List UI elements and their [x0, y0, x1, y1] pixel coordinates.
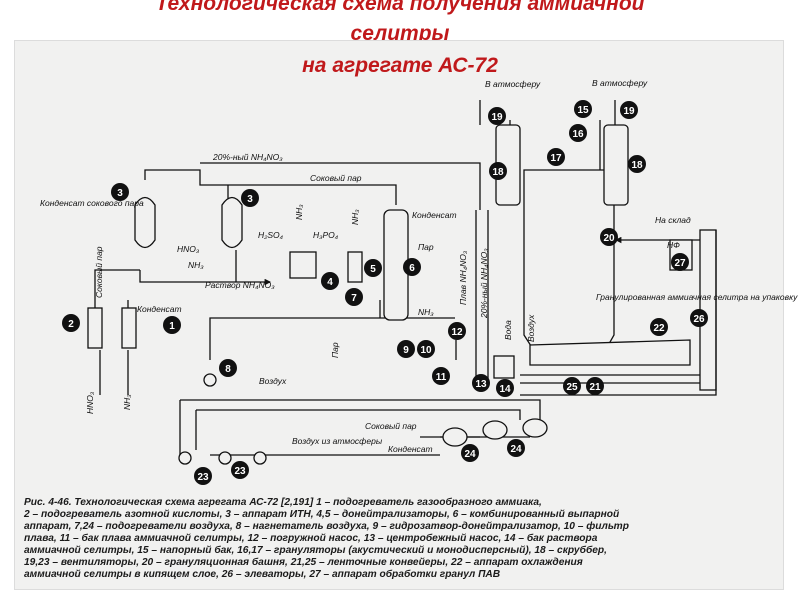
- svg-text:25: 25: [566, 382, 578, 393]
- svg-text:19: 19: [491, 112, 503, 123]
- label-atm-right: В атмосферу: [592, 78, 648, 88]
- svg-text:20: 20: [603, 233, 615, 244]
- label-air-v: Воздух: [526, 314, 536, 342]
- svg-text:13: 13: [475, 379, 487, 390]
- slide-title-line3: на агрегате АС-72: [302, 54, 498, 77]
- fan-23-b: [218, 451, 232, 465]
- svg-text:14: 14: [499, 384, 511, 395]
- svg-text:12: 12: [451, 327, 463, 338]
- svg-text:9: 9: [403, 345, 409, 356]
- heater-24a: [442, 427, 468, 447]
- cooler-22: [529, 339, 691, 366]
- blower-8: [203, 373, 217, 387]
- svg-text:22: 22: [653, 323, 665, 334]
- svg-text:23: 23: [197, 472, 209, 483]
- svg-text:19: 19: [623, 106, 635, 117]
- svg-text:27: 27: [674, 258, 686, 269]
- heater-1: [121, 307, 137, 349]
- svg-text:18: 18: [631, 160, 643, 171]
- label-juice-steam-v: Соковый пар: [94, 246, 104, 298]
- label-granular: Гранулированная аммиачная селитра на упа…: [596, 292, 798, 302]
- fan-23-a: [178, 451, 192, 465]
- svg-text:4: 4: [327, 277, 333, 288]
- svg-text:18: 18: [492, 167, 504, 178]
- svg-text:26: 26: [693, 314, 705, 325]
- label-condensate-3: Конденсат: [412, 210, 457, 220]
- label-h2so4: H₂SO₄: [258, 230, 284, 240]
- line-air-7: [209, 317, 455, 360]
- svg-text:10: 10: [420, 345, 432, 356]
- label-h3po4: H₃PO₄: [313, 230, 339, 240]
- label-air-from-atm: Воздух из атмосферы: [292, 436, 383, 446]
- fan-23-c: [253, 451, 267, 465]
- label-melt-v: Плав NH₄NO₃: [458, 250, 468, 305]
- svg-text:3: 3: [117, 188, 123, 199]
- label-atm-left: В атмосферу: [485, 79, 541, 89]
- label-condensate-steam: Конденсат сокового пара: [40, 198, 144, 208]
- stream-labels: В атмосферу В атмосферу 20%-ный NH₄NO₃ С…: [40, 78, 798, 454]
- label-warehouse: На склад: [655, 215, 691, 225]
- label-nh3: NH₃: [188, 260, 204, 270]
- svg-text:15: 15: [577, 105, 589, 116]
- slide-title-line2: селитры: [350, 22, 450, 45]
- label-nh3-c: NH₃: [122, 394, 132, 410]
- label-nh3-v2: NH₃: [350, 209, 360, 225]
- label-condensate-2: Конденсат: [137, 304, 182, 314]
- heater-2: [87, 307, 103, 349]
- caption-line: Рис. 4-46. Технологическая схема агрегат…: [24, 497, 542, 508]
- label-hno3: HNO₃: [177, 244, 200, 254]
- label-steam-2: Пар: [418, 242, 434, 252]
- granulation-tower-20: [523, 169, 615, 361]
- equipment-markers: 1 2 3 3 4 5 6 7 8 9 10 11 12 13 14 15 16…: [62, 100, 708, 485]
- caption-line: аппарат, 7,24 – подогреватели воздуха, 8…: [24, 521, 629, 532]
- label-steam: Соковый пар: [310, 173, 362, 183]
- svg-text:23: 23: [234, 466, 246, 477]
- caption-line: аммиачной селитры, 15 – напорный бак, 16…: [24, 545, 607, 556]
- label-air-1: Воздух: [259, 376, 287, 386]
- label-solution: Раствор NH₄NO₃: [205, 280, 275, 290]
- svg-text:24: 24: [510, 444, 522, 455]
- heater-24b: [482, 420, 508, 440]
- label-juice-steam-2: Соковый пар: [365, 421, 417, 431]
- caption-line: плава, 11 – бак плава аммиачной селитры,…: [24, 533, 598, 544]
- label-water-v: Вода: [503, 320, 513, 340]
- label-nh4no3-20-v: 20%-ный NH₄NO₃: [479, 248, 489, 319]
- svg-text:1: 1: [169, 321, 175, 332]
- svg-text:21: 21: [589, 382, 601, 393]
- svg-text:8: 8: [225, 364, 231, 375]
- itn-3-right: [221, 196, 243, 249]
- label-nh4no3-20: 20%-ный NH₄NO₃: [212, 152, 283, 162]
- line-bottom-network: [180, 399, 541, 420]
- caption-line: аммиачной селитры в кипящем слое, 26 – э…: [24, 569, 501, 580]
- svg-text:6: 6: [409, 263, 415, 274]
- line-steam: [144, 169, 397, 205]
- caption-line: 19,23 – вентиляторы, 20 – грануляционная…: [24, 557, 583, 568]
- caption-line: 2 – подогреватель азотной кислоты, 3 – а…: [24, 509, 620, 520]
- label-steam-v: Пар: [330, 342, 340, 358]
- svg-text:16: 16: [572, 129, 584, 140]
- neutralizer-4: [289, 251, 317, 279]
- svg-text:17: 17: [550, 153, 562, 164]
- label-nh3-b: NH₃: [418, 307, 434, 317]
- line-solution: [139, 270, 272, 286]
- tank-14: [493, 355, 515, 379]
- itn-3-left: [134, 196, 156, 249]
- slide-title-line1: Технологическая схема получения аммиачно…: [155, 0, 645, 15]
- svg-text:3: 3: [247, 194, 253, 205]
- label-nh3-v1: NH₃: [294, 204, 304, 220]
- label-condensate-4: Конденсат: [388, 444, 433, 454]
- svg-text:7: 7: [351, 293, 357, 304]
- heater-24c: [522, 418, 548, 438]
- label-hno3-b: HNO₃: [85, 391, 95, 414]
- label-nf: НФ: [667, 240, 680, 250]
- scrubber-18-right: [603, 124, 629, 206]
- neutralizer-5: [347, 251, 363, 283]
- svg-text:24: 24: [464, 449, 476, 460]
- svg-text:2: 2: [68, 319, 74, 330]
- line-nh4no3-20: [200, 162, 481, 210]
- svg-text:5: 5: [370, 264, 376, 275]
- svg-text:11: 11: [436, 372, 447, 383]
